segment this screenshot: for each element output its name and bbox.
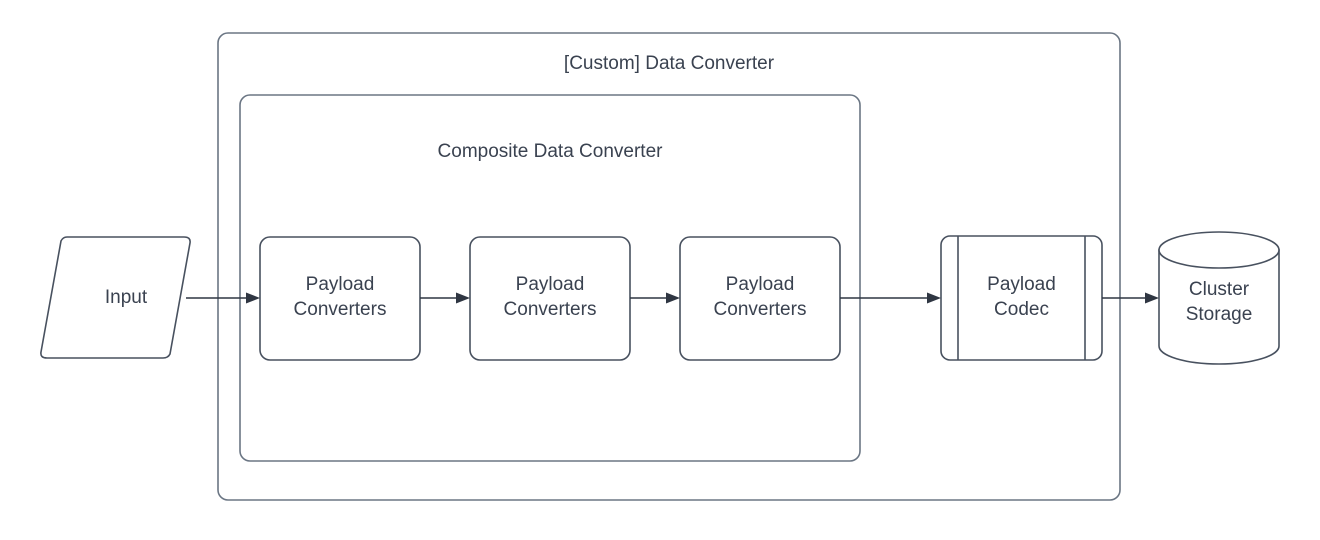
connector-converter-1-to-converter-2 xyxy=(420,292,470,304)
connector-converter-3-to-codec xyxy=(840,292,941,304)
node-payload-converters-1-shape[interactable] xyxy=(259,236,421,361)
node-cluster-storage-body[interactable] xyxy=(1158,249,1280,365)
node-input-shape[interactable] xyxy=(40,236,191,359)
group-composite-data-converter[interactable] xyxy=(239,94,861,462)
node-payload-converters-2-shape[interactable] xyxy=(469,236,631,361)
connector-input-to-converter-1 xyxy=(186,292,260,304)
node-payload-converters-3-shape[interactable] xyxy=(679,236,841,361)
node-payload-codec-shape[interactable] xyxy=(940,235,1103,361)
connector-codec-to-storage xyxy=(1102,292,1159,304)
connector-converter-2-to-converter-3 xyxy=(630,292,680,304)
group-custom-data-converter[interactable] xyxy=(217,32,1121,501)
node-cluster-storage-top-ellipse xyxy=(1158,231,1280,269)
